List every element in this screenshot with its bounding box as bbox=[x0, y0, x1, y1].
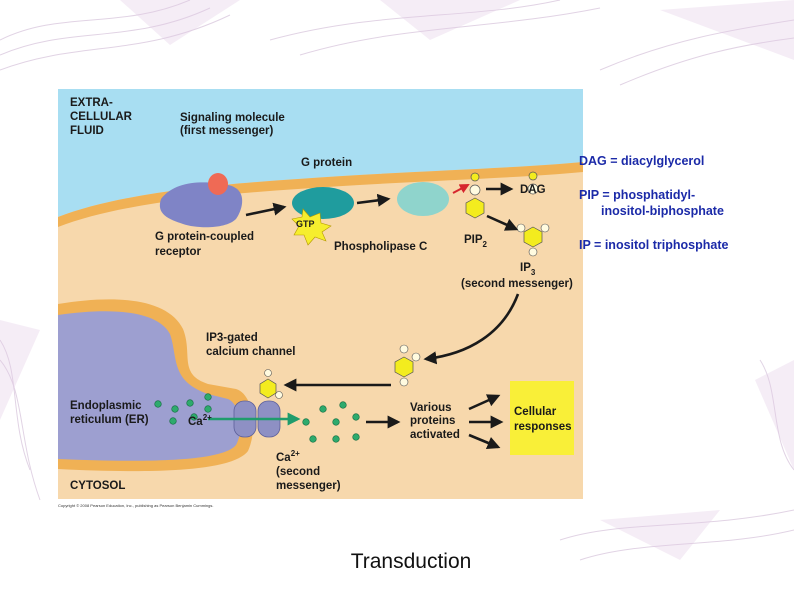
definition-ip-text: IP = inositol triphosphate bbox=[579, 238, 729, 252]
receptor-label-1: G protein-coupled bbox=[155, 231, 254, 243]
dag-icon bbox=[527, 171, 539, 195]
responses-label-2: responses bbox=[514, 421, 572, 433]
definition-ip: IP = inositol triphosphate bbox=[579, 237, 789, 253]
g-protein-label: G protein bbox=[301, 157, 352, 169]
definition-pip-line1: PIP = phosphatidyl- bbox=[579, 188, 696, 202]
extracellular-label-1: EXTRA- bbox=[70, 97, 113, 109]
ca-cytosol-label: Ca2+ bbox=[276, 449, 300, 464]
ip3-label: IP3 bbox=[520, 262, 536, 277]
ip3-bound-icon bbox=[259, 369, 283, 399]
definition-dag-text: DAG = diacylglycerol bbox=[579, 154, 705, 168]
phospholipase-c-icon bbox=[397, 182, 449, 216]
responses-label-1: Cellular bbox=[514, 406, 557, 418]
receptor-label-2: receptor bbox=[155, 246, 202, 258]
er-label-2: reticulum (ER) bbox=[70, 414, 149, 426]
pip2-label: PIP2 bbox=[464, 234, 488, 249]
plc-cleave-arrow bbox=[452, 184, 470, 194]
signaling-molecule-icon bbox=[208, 173, 228, 195]
er-lumen bbox=[58, 311, 241, 461]
er-label-1: Endoplasmic bbox=[70, 400, 142, 412]
cytosol-label: CYTOSOL bbox=[70, 480, 125, 492]
proteins-to-responses-arrow-3 bbox=[468, 433, 501, 450]
definition-dag: DAG = diacylglycerol bbox=[579, 153, 789, 169]
channel-label-2: calcium channel bbox=[206, 346, 295, 358]
dag-label: DAG bbox=[520, 184, 546, 196]
calcium-ions-cytosol bbox=[302, 401, 360, 443]
gtp-label: GTP bbox=[296, 219, 315, 229]
definition-pip: PIP = phosphatidyl- inositol-biphosphate bbox=[579, 187, 789, 219]
signal-transduction-diagram: EXTRA- CELLULAR FLUID Signaling molecule… bbox=[58, 89, 583, 508]
ip3-diffusion-arrow bbox=[423, 293, 520, 365]
ca-second-label-2: messenger) bbox=[276, 480, 341, 492]
signaling-molecule-label-1: Signaling molecule bbox=[180, 112, 285, 124]
proteins-label-1: Various bbox=[410, 402, 452, 414]
extracellular-label-2: CELLULAR bbox=[70, 111, 133, 123]
calcium-ions-er bbox=[154, 393, 212, 425]
signaling-molecule-label-2: (first messenger) bbox=[180, 125, 273, 137]
ip3-moving-icon bbox=[394, 344, 421, 387]
gprotein-to-plc-arrow bbox=[356, 193, 391, 207]
proteins-label-2: proteins bbox=[410, 415, 455, 427]
extracellular-label-3: FLUID bbox=[70, 125, 104, 137]
definition-pip-line2: inositol-biphosphate bbox=[601, 204, 724, 218]
slide-title: Transduction bbox=[350, 550, 472, 573]
proteins-label-3: activated bbox=[410, 429, 460, 441]
receptor-to-gprotein-arrow bbox=[245, 202, 287, 217]
pip2-icon bbox=[465, 172, 485, 219]
pip2-to-ip3-arrow bbox=[486, 214, 519, 231]
channel-label-1: IP3-gated bbox=[206, 332, 258, 344]
phospholipase-c-label: Phospholipase C bbox=[334, 241, 427, 253]
cellular-responses-box bbox=[510, 381, 574, 455]
ca-er-label: Ca2+ bbox=[188, 413, 212, 428]
gtp-icon bbox=[291, 208, 332, 246]
g-protein-icon bbox=[292, 187, 354, 219]
ip3-icon bbox=[516, 223, 550, 257]
plasma-membrane bbox=[58, 162, 583, 227]
ca-second-label-1: (second bbox=[276, 466, 320, 478]
ip3-second-messenger-label: (second messenger) bbox=[461, 278, 573, 290]
definitions-panel: DAG = diacylglycerol PIP = phosphatidyl-… bbox=[579, 153, 789, 271]
proteins-to-responses-arrow-1 bbox=[468, 394, 501, 411]
copyright-text: Copyright © 2008 Pearson Education, Inc.… bbox=[58, 503, 213, 508]
